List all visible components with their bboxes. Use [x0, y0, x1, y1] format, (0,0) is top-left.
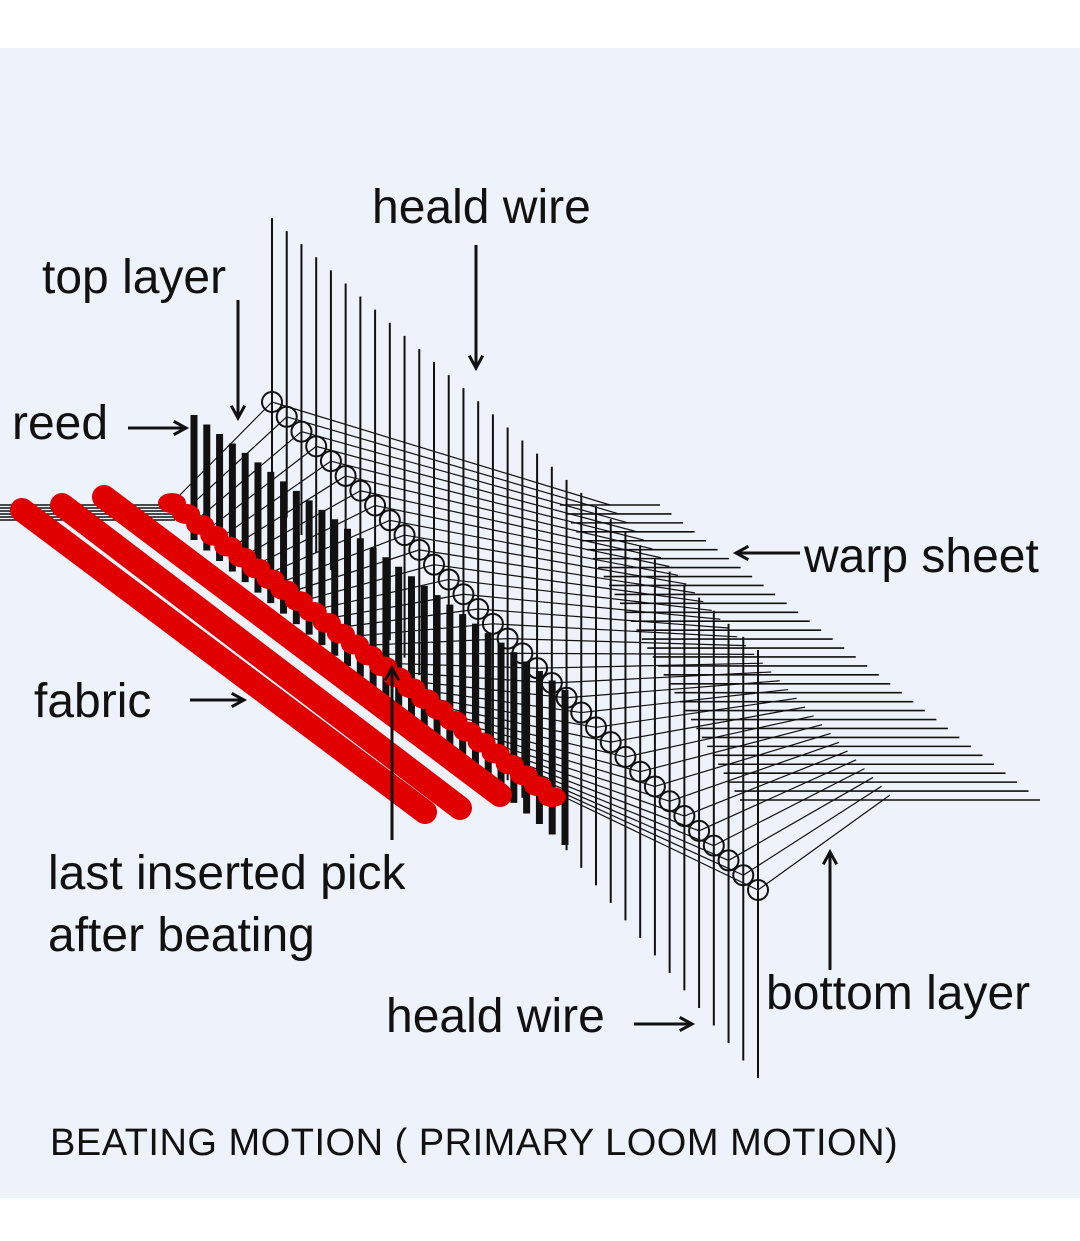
heald-eye: [629, 760, 652, 783]
heald-eye: [585, 716, 607, 739]
shed-thread: [345, 475, 653, 550]
shed-thread: [433, 564, 704, 603]
heald-eye: [349, 479, 372, 502]
shed-thread: [625, 715, 814, 758]
shed-thread: [559, 794, 759, 891]
heald-eye: [452, 583, 475, 606]
heald-eye: [319, 450, 342, 473]
shed-thread: [492, 623, 738, 638]
shed-thread: [684, 750, 848, 817]
heald-eye: [614, 745, 637, 768]
top-layer-arrow-head: [229, 404, 247, 422]
shed-thread: [595, 697, 797, 728]
shed-thread: [507, 638, 746, 647]
shed-thread: [512, 759, 700, 832]
heald-eye: [481, 612, 504, 635]
heald-eye: [364, 494, 387, 517]
fabric-arrow-head: [230, 691, 248, 709]
shed-thread: [669, 741, 840, 802]
shed-thread: [316, 445, 636, 532]
shed-thread: [522, 652, 755, 655]
last-pick-label-line2: after beating: [48, 909, 315, 962]
warp-sheet-lines: [0, 504, 1040, 801]
heald-eye: [467, 598, 490, 621]
heald-eye: [437, 568, 460, 591]
shed-thread: [698, 759, 857, 832]
woven-pick: [10, 498, 437, 824]
heald-eye: [290, 420, 313, 443]
heald-wire-bottom-label: heald wire: [386, 990, 605, 1043]
heald-eye: [334, 464, 357, 487]
reed-label: reed: [12, 397, 109, 450]
heald-wire-top-label: heald wire: [372, 181, 591, 234]
heald-eye: [599, 731, 622, 754]
heald-eye: [717, 849, 740, 872]
shed-thread: [524, 768, 715, 847]
shed-thread: [610, 706, 806, 743]
heald-eye: [747, 879, 769, 901]
shed-thread: [500, 750, 685, 817]
last-pick-arrow-head: [383, 664, 401, 682]
heald-eye: [496, 627, 519, 650]
bottom-layer-arrow-head: [821, 848, 839, 866]
heald-eye: [305, 435, 328, 458]
heald-eye: [732, 864, 755, 887]
bottom-layer-label: bottom layer: [766, 967, 1031, 1020]
shed-thread: [728, 776, 874, 861]
heald-wire-bottom-arrow-head: [678, 1015, 696, 1033]
heald-eye: [688, 819, 711, 842]
reed-arrow-head: [172, 419, 190, 437]
shed-thread: [757, 794, 891, 891]
fabric-picks: [10, 485, 566, 824]
heald-eye: [673, 805, 696, 828]
shed-thread: [286, 416, 619, 515]
woven-pick: [92, 485, 512, 807]
heald-eye: [658, 790, 681, 813]
last-pick-label-line1: last inserted pick: [48, 847, 406, 900]
heald-eye: [408, 538, 431, 561]
shed-thread: [537, 662, 763, 669]
shed-thread: [551, 671, 772, 684]
shed-thread: [419, 549, 695, 594]
shed-thread: [742, 785, 882, 876]
top-layer-label: top layer: [42, 251, 227, 304]
heald-eye: [702, 834, 725, 857]
heald-wire-top-arrow-head: [467, 354, 485, 372]
heald-eye: [378, 509, 401, 532]
heald-eye: [261, 391, 283, 413]
shed-thread: [713, 768, 865, 847]
woven-pick: [50, 493, 472, 820]
heald-eye: [275, 405, 298, 428]
heald-eye: [570, 701, 593, 724]
shed-thread: [463, 593, 721, 620]
shed-thread: [330, 460, 645, 541]
heald-eye: [423, 553, 445, 576]
shed-thread: [404, 534, 687, 585]
last-pick-bead: [538, 787, 566, 807]
shed-thread: [389, 519, 678, 576]
warp-sheet-label: warp sheet: [804, 530, 1039, 583]
shed-thread: [271, 401, 611, 506]
fabric-label: fabric: [34, 675, 152, 728]
diagram-caption: BEATING MOTION ( PRIMARY LOOM MOTION): [50, 1122, 899, 1164]
heald-wires: [271, 218, 759, 1078]
heald-eye: [393, 524, 416, 547]
warp-sheet-arrow-head: [732, 544, 750, 562]
heald-eye: [643, 775, 666, 798]
shed-thread: [478, 608, 729, 629]
label-arrows: [128, 245, 839, 1033]
